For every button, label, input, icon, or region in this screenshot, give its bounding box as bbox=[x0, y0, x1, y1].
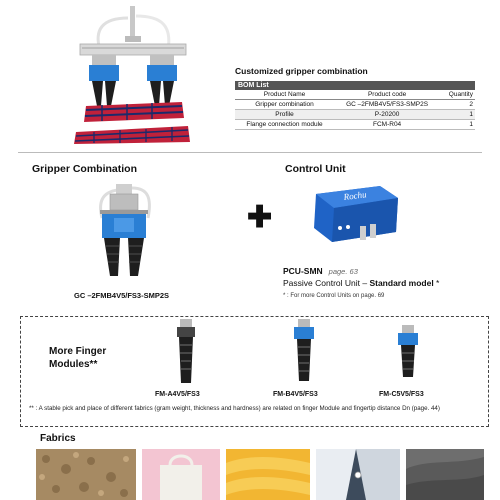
fabric-photo-tote-bag bbox=[142, 449, 220, 500]
bom-cell-qty: 1 bbox=[440, 109, 475, 120]
bom-col-product-code: Product code bbox=[334, 90, 441, 100]
finger-module-c-icon bbox=[398, 325, 418, 377]
finger-module-a-icon bbox=[177, 319, 195, 383]
finger-modules-footnote: ** : A stable pick and place of differen… bbox=[29, 405, 440, 412]
bom-col-quantity: Quantity bbox=[440, 90, 475, 100]
bom-title: Customized gripper combination bbox=[235, 66, 368, 76]
bom-cell-code: FCM-R04 bbox=[334, 119, 441, 130]
table-row: Gripper combination GC –2FMB4V5/FS3-SMP2… bbox=[235, 99, 475, 110]
bom-section: Customized gripper combination BOM List … bbox=[235, 66, 475, 130]
gripper-combination-photo bbox=[99, 184, 151, 276]
bom-cell-qty: 1 bbox=[440, 119, 475, 130]
plus-icon: ✚ bbox=[247, 201, 273, 234]
finger-module-a-label: FM-A4V5/FS3 bbox=[155, 391, 200, 398]
bom-cell-qty: 2 bbox=[440, 99, 475, 110]
finger-module-c-label: FM-C5V5/FS3 bbox=[379, 391, 424, 398]
gripper-setup-photo bbox=[74, 6, 190, 144]
finger-modules-title: More Finger Modules** bbox=[49, 346, 107, 370]
bom-table-header-row: Product Name Product code Quantity bbox=[235, 90, 475, 100]
fabric-photo-shirt bbox=[316, 449, 400, 500]
control-unit-description: Passive Control Unit – Standard model * bbox=[283, 278, 440, 288]
fabric-photo-wool bbox=[36, 449, 136, 500]
bom-col-product-name: Product Name bbox=[235, 90, 335, 100]
control-unit-title: Control Unit bbox=[285, 163, 346, 175]
bom-list-header: BOM List bbox=[235, 81, 475, 90]
bom-cell-code: GC –2FMB4V5/FS3-SMP2S bbox=[334, 99, 441, 110]
finger-modules-box: More Finger Modules** FM-A4V5/FS3 FM-B4V… bbox=[20, 316, 489, 427]
section-divider bbox=[18, 152, 482, 153]
gripper-combination-code: GC –2FMB4V5/FS3-SMP2S bbox=[74, 291, 170, 300]
bom-cell-name: Flange connection module bbox=[235, 119, 335, 130]
bom-cell-code: P-20200 bbox=[334, 109, 441, 120]
control-unit-footnote: * : For more Control Units on page. 69 bbox=[283, 293, 385, 299]
fabrics-title: Fabrics bbox=[40, 433, 76, 444]
table-row: Flange connection module FCM-R04 1 bbox=[235, 119, 475, 130]
control-unit-photo: Rochu bbox=[314, 186, 398, 242]
control-unit-page-ref[interactable]: page. 63 bbox=[328, 267, 358, 276]
fabric-photo-towels bbox=[226, 449, 310, 500]
control-unit-brand: Rochu bbox=[342, 189, 368, 202]
finger-module-b-label: FM-B4V5/FS3 bbox=[273, 391, 318, 398]
table-row: Profile P-20200 1 bbox=[235, 109, 475, 120]
finger-module-b-icon bbox=[294, 319, 314, 381]
bom-cell-name: Gripper combination bbox=[235, 99, 335, 110]
fabric-photo-felt bbox=[406, 449, 484, 500]
gripper-combination-title: Gripper Combination bbox=[32, 163, 137, 175]
bom-cell-name: Profile bbox=[235, 109, 335, 120]
bom-table: Product Name Product code Quantity Gripp… bbox=[235, 90, 475, 130]
